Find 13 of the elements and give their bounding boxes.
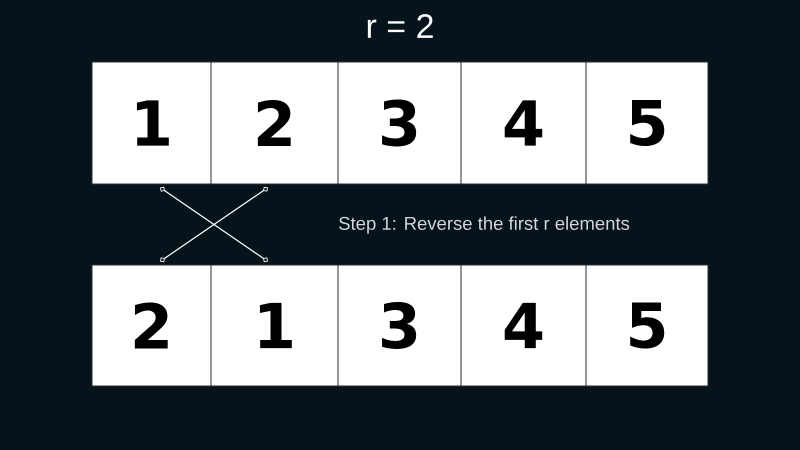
number-cell: 1	[210, 264, 338, 386]
number-cell: 3	[338, 62, 462, 184]
number-cell: 1	[92, 62, 212, 184]
number-cell: 2	[210, 62, 338, 184]
title: r = 2	[368, 14, 433, 38]
step-note: Step 1: Reverse the first r elements	[339, 216, 630, 234]
number-cell: 3	[338, 264, 462, 386]
swap-cross	[160, 186, 268, 262]
number-cell: 4	[460, 264, 586, 386]
number-cell: 2	[92, 264, 212, 386]
number-cell: 4	[460, 62, 586, 184]
number-cell: 5	[586, 264, 708, 386]
number-cell: 5	[586, 62, 708, 184]
